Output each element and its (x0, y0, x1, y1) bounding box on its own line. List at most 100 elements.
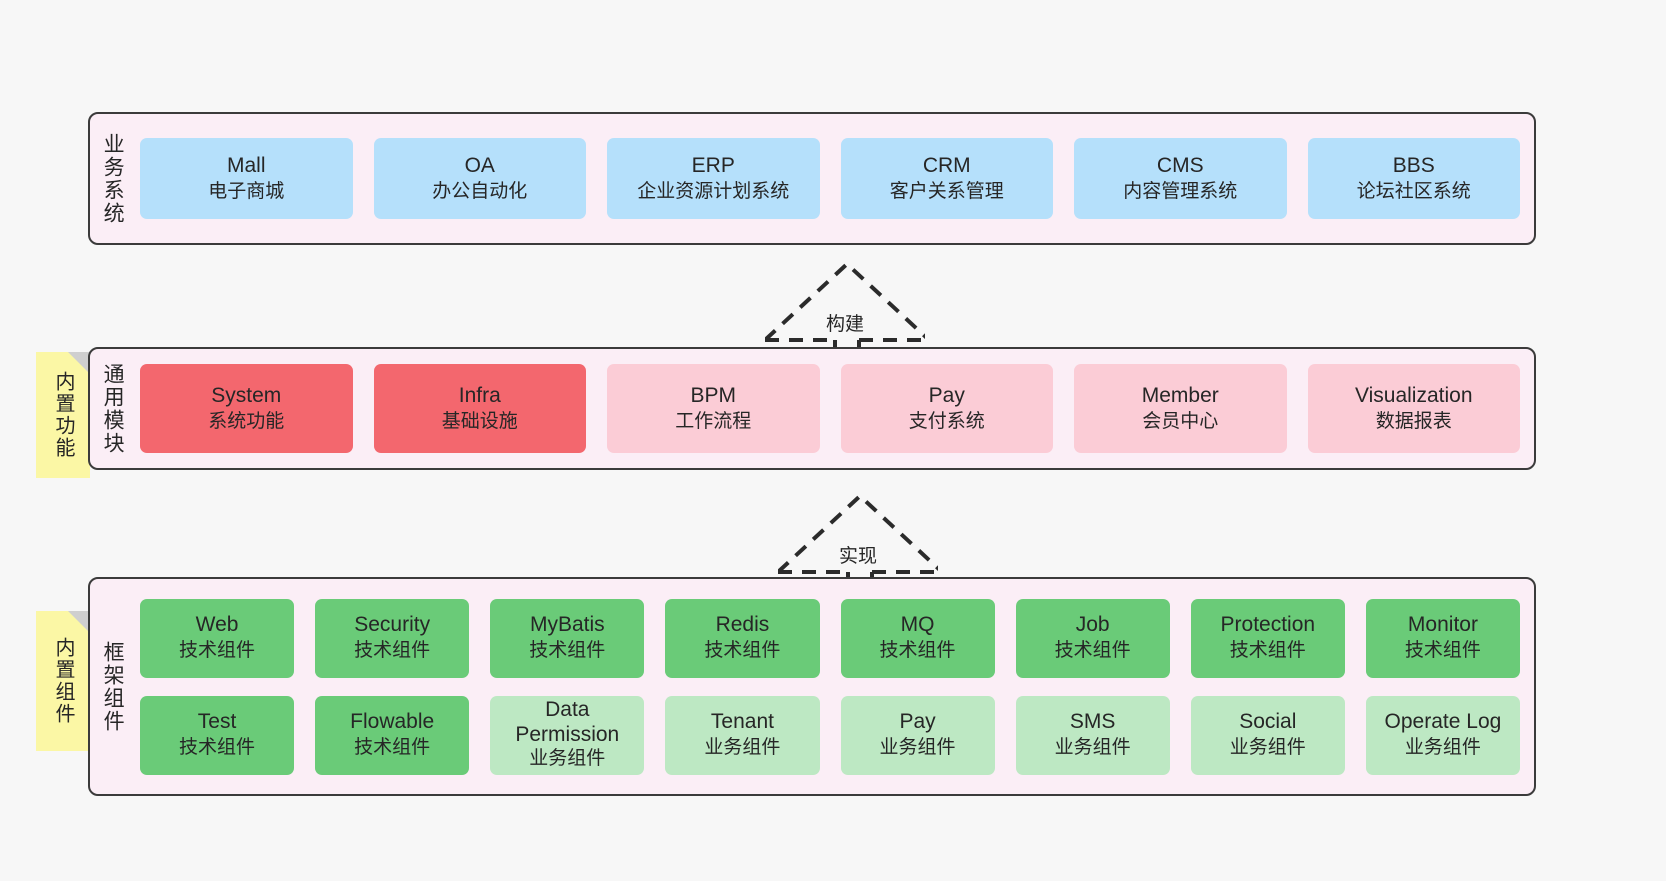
card-subtitle: 电子商城 (208, 180, 285, 202)
card-title: MyBatis (529, 613, 605, 637)
card-subtitle: 支付系统 (908, 410, 985, 432)
connector-implement-arrow: 实现 (778, 490, 938, 590)
card-mall[interactable]: Mall 电子商城 (140, 138, 353, 219)
card-title: SMS (1069, 710, 1116, 734)
card-subtitle: 技术组件 (704, 640, 781, 662)
card-title: Tenant (710, 710, 774, 734)
card-title: Member (1141, 383, 1219, 407)
card-title: CMS (1156, 153, 1204, 177)
dashed-generalization-arrow-icon (778, 493, 938, 590)
card-operate-log[interactable]: Operate Log 业务组件 (1365, 695, 1520, 775)
card-monitor[interactable]: Monitor 技术组件 (1365, 598, 1520, 678)
card-subtitle: 技术组件 (879, 640, 956, 662)
card-row: System 系统功能 Infra 基础设施 BPM 工作流程 Pay 支付系统… (140, 364, 1520, 453)
card-title: BBS (1392, 153, 1435, 177)
sticky-note-label: 内置组件 (52, 637, 74, 725)
card-data-permission[interactable]: Data Permission 业务组件 (490, 695, 645, 775)
card-title: System (211, 383, 282, 407)
card-title: Mall (226, 153, 266, 177)
layer-body-framework-components: Web 技术组件 Security 技术组件 MyBatis 技术组件 Redi… (134, 579, 1534, 794)
card-subtitle: 数据报表 (1375, 410, 1452, 432)
card-security[interactable]: Security 技术组件 (315, 598, 470, 678)
layer-title-framework-components: 框架组件 (101, 640, 125, 733)
card-subtitle: 会员中心 (1142, 410, 1219, 432)
card-crm[interactable]: CRM 客户关系管理 (840, 138, 1053, 219)
layer-title-common-modules: 通用模块 (101, 362, 125, 455)
card-row: Test 技术组件 Flowable 技术组件 Data Permission … (140, 695, 1520, 775)
card-tenant[interactable]: Tenant 业务组件 (665, 695, 820, 775)
card-subtitle: 技术组件 (529, 640, 606, 662)
card-title: Security (354, 613, 431, 637)
card-oa[interactable]: OA 办公自动化 (373, 138, 586, 219)
card-subtitle: 业务组件 (1054, 737, 1131, 759)
folded-corner-icon (68, 352, 90, 374)
card-sms[interactable]: SMS 业务组件 (1015, 695, 1170, 775)
connector-implement-label: 实现 (838, 546, 877, 567)
card-title: Operate Log (1384, 710, 1502, 734)
layer-business-systems: 业务系统 Mall 电子商城 OA 办公自动化 ERP 企业资源计划系统 CRM… (88, 112, 1536, 245)
card-subtitle: 论坛社区系统 (1356, 180, 1471, 202)
card-subtitle: 客户关系管理 (889, 180, 1004, 202)
card-subtitle: 业务组件 (879, 737, 956, 759)
card-subtitle: 技术组件 (354, 737, 431, 759)
card-title: Job (1075, 613, 1110, 637)
card-title: OA (464, 153, 495, 177)
card-subtitle: 技术组件 (179, 640, 256, 662)
layer-title-business-systems: 业务系统 (101, 132, 125, 225)
card-test[interactable]: Test 技术组件 (140, 695, 295, 775)
card-protection[interactable]: Protection 技术组件 (1190, 598, 1345, 678)
card-pay-component[interactable]: Pay 业务组件 (840, 695, 995, 775)
card-title: Protection (1220, 613, 1316, 637)
card-title: Data Permission (515, 698, 620, 746)
card-subtitle: 办公自动化 (432, 180, 528, 202)
layer-framework-components: 框架组件 Web 技术组件 Security 技术组件 MyBatis 技术组件… (88, 577, 1536, 796)
card-subtitle: 技术组件 (1229, 640, 1306, 662)
card-title: Flowable (350, 710, 435, 734)
card-web[interactable]: Web 技术组件 (140, 598, 295, 678)
layer-common-modules: 通用模块 System 系统功能 Infra 基础设施 BPM 工作流程 Pay… (88, 347, 1536, 470)
card-subtitle: 技术组件 (179, 737, 256, 759)
card-row: Mall 电子商城 OA 办公自动化 ERP 企业资源计划系统 CRM 客户关系… (140, 138, 1520, 219)
card-title: Visualization (1354, 383, 1473, 407)
card-title: Infra (458, 383, 501, 407)
sticky-note-builtin-components: 内置组件 (36, 611, 90, 751)
card-social[interactable]: Social 业务组件 (1190, 695, 1345, 775)
card-redis[interactable]: Redis 技术组件 (665, 598, 820, 678)
card-title: Pay (928, 383, 965, 407)
card-system[interactable]: System 系统功能 (140, 364, 353, 453)
card-title: Pay (899, 710, 936, 734)
connector-build-label: 构建 (825, 314, 864, 335)
card-row: Web 技术组件 Security 技术组件 MyBatis 技术组件 Redi… (140, 598, 1520, 678)
card-job[interactable]: Job 技术组件 (1015, 598, 1170, 678)
card-title: Web (195, 613, 239, 637)
card-title: MQ (900, 613, 935, 637)
layer-body-business-systems: Mall 电子商城 OA 办公自动化 ERP 企业资源计划系统 CRM 客户关系… (134, 114, 1534, 243)
card-subtitle: 技术组件 (1404, 640, 1481, 662)
card-mybatis[interactable]: MyBatis 技术组件 (490, 598, 645, 678)
card-mq[interactable]: MQ 技术组件 (840, 598, 995, 678)
card-cms[interactable]: CMS 内容管理系统 (1074, 138, 1287, 219)
card-flowable[interactable]: Flowable 技术组件 (315, 695, 470, 775)
card-title: Redis (715, 613, 770, 637)
card-title: Test (197, 710, 237, 734)
card-subtitle: 业务组件 (704, 737, 781, 759)
card-subtitle: 基础设施 (441, 410, 518, 432)
card-title: Monitor (1407, 613, 1478, 637)
connector-build-arrow: 构建 (765, 258, 925, 358)
card-subtitle: 内容管理系统 (1123, 180, 1238, 202)
card-infra[interactable]: Infra 基础设施 (373, 364, 586, 453)
card-bpm[interactable]: BPM 工作流程 (607, 364, 820, 453)
card-bbs[interactable]: BBS 论坛社区系统 (1307, 138, 1520, 219)
card-erp[interactable]: ERP 企业资源计划系统 (607, 138, 820, 219)
card-member[interactable]: Member 会员中心 (1074, 364, 1287, 453)
card-pay[interactable]: Pay 支付系统 (840, 364, 1053, 453)
card-title: CRM (922, 153, 971, 177)
card-subtitle: 系统功能 (208, 410, 285, 432)
card-visualization[interactable]: Visualization 数据报表 (1307, 364, 1520, 453)
card-subtitle: 业务组件 (1229, 737, 1306, 759)
card-subtitle: 业务组件 (1404, 737, 1481, 759)
card-title: BPM (690, 383, 736, 407)
card-title: Social (1239, 710, 1297, 734)
sticky-note-builtin-features: 内置功能 (36, 352, 90, 478)
